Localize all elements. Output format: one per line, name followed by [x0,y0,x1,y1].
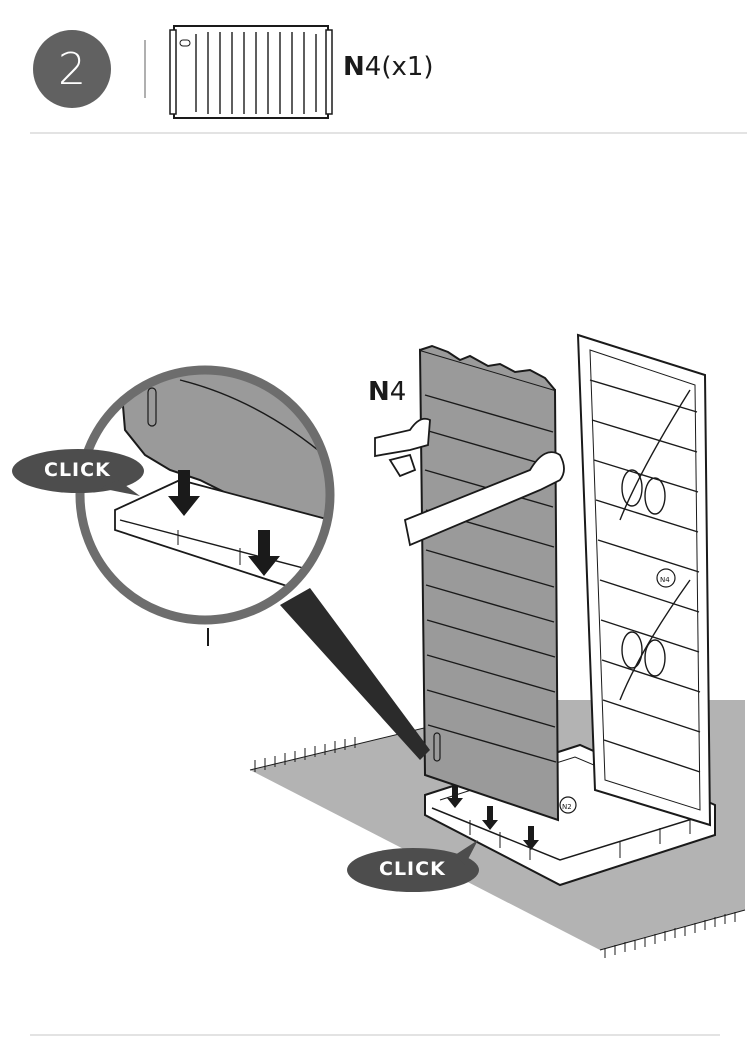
detail-zoom [75,365,335,646]
wall-marking-text: N4 [660,576,670,584]
panel-n4 [418,344,560,822]
panel-n4-thumbnail [169,25,333,119]
header-divider [30,132,747,134]
step-number-badge: 2 [33,30,111,108]
part-quantity: (x1) [381,52,434,82]
press-down-arrows [447,786,539,850]
panel-callout-label: N4 [368,377,407,407]
footer-divider [30,1034,720,1036]
click-label-main: CLICK [379,858,446,880]
header-separator [144,40,146,98]
click-bubble-detail [12,449,144,496]
zoom-connector [280,588,430,760]
base-marking-text: N2 [562,803,572,811]
back-wall-panel: N4 [576,333,712,827]
assembler-arms [374,417,565,547]
click-bubble-main [347,840,479,892]
part-code-label: N4(x1) [343,52,434,82]
click-label-detail: CLICK [44,459,111,481]
